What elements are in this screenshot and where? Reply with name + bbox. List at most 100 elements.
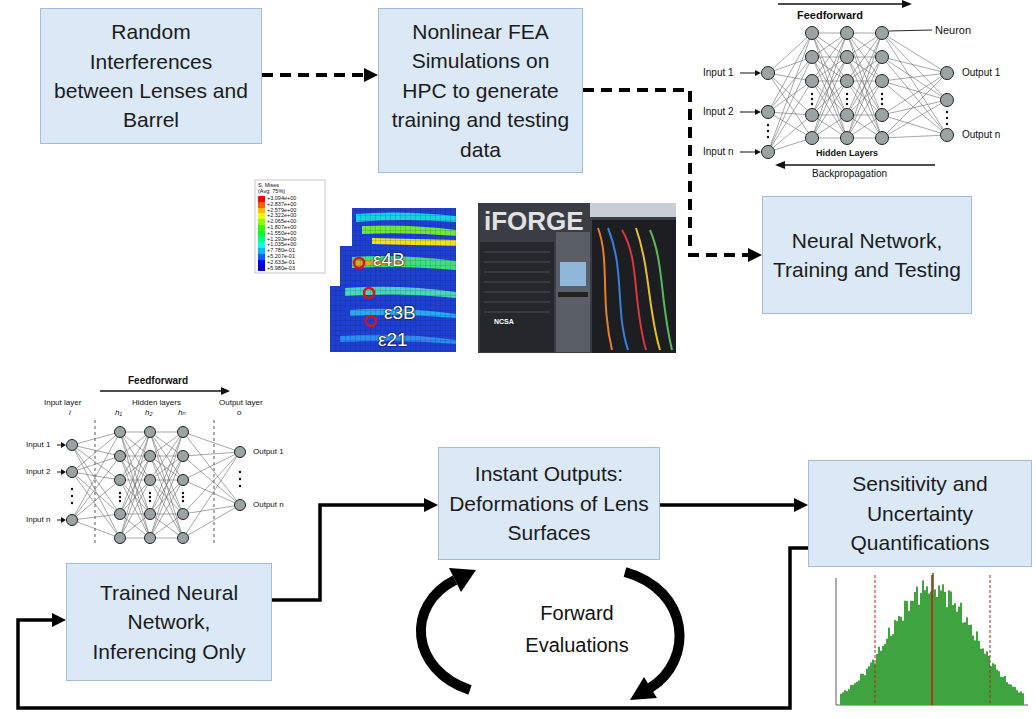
synapse-line [150,432,183,514]
synapse-line [882,73,947,138]
legend-title: (Avg: 75%) [258,188,285,194]
arrow-head [902,0,912,8]
histogram-bar [958,607,960,705]
synapse-line [183,452,240,538]
neuron [806,109,819,122]
synapse-line [882,57,947,73]
histogram-bar [928,594,930,706]
input-label: Input 1 [26,440,50,449]
connector [262,68,378,82]
histogram-bar [982,648,984,705]
synapse-line [72,456,120,472]
histogram-bar [1002,677,1004,705]
synapse-line [812,81,847,138]
neuron [876,109,889,122]
neuron [67,440,78,451]
synapse-line [847,33,882,115]
bound-line [990,575,991,705]
neuron [178,451,189,462]
input-label: Input n [26,515,50,524]
histogram-bar [998,671,1000,705]
histogram [815,570,1030,712]
neuron [841,109,854,122]
histogram-bar [1004,676,1006,705]
histogram-bar [926,586,928,705]
synapse-line [183,452,240,514]
synapse-line [847,33,882,115]
histogram-bar [848,689,850,705]
synapse-line [768,33,812,73]
box-text: Nonlinear FEA Simulations on HPC to gene… [389,17,572,164]
box-text: Trained Neural Network, Inferencing Only [77,578,261,666]
histogram-bar [866,669,868,705]
synapse-line [120,432,150,538]
ellipsis-dot [946,123,948,125]
histogram-bar [1008,684,1010,705]
ellipsis-dot [119,500,121,502]
histogram-bar [856,682,858,705]
ellipsis-dot [767,124,769,126]
histogram-bar [858,680,860,705]
synapse-line [183,456,240,505]
histogram-bar [924,590,926,705]
histogram-bar [890,636,892,705]
feedforward-arrow [100,390,222,391]
synapse-line [183,505,240,538]
neuron [806,75,819,88]
synapse-line [768,33,812,152]
process-box: Neural Network, Training and Testing [762,196,972,314]
histogram-bar [974,640,976,705]
ellipsis-dot [811,93,813,95]
histogram-bar [942,584,944,705]
synapse-line [812,57,847,138]
process-box: Random Interferences between Lenses and … [40,8,262,144]
histogram-bar [864,675,866,705]
box-text: Instant Outputs: Deformations of Lens Su… [449,459,649,547]
input-arrow [740,112,756,113]
cable [650,230,672,350]
neuron [876,51,889,64]
input-arrow [740,152,756,153]
neuron [876,75,889,88]
ellipsis-dot [149,496,151,498]
synapse-line [768,81,812,112]
synapse-line [812,57,847,138]
histogram-bar [900,617,902,705]
histogram-bar [904,601,906,705]
synapse-line [183,432,240,452]
input-label: Input 1 [703,67,734,79]
barrel-section [330,208,456,352]
histogram-bar [948,590,950,705]
histogram-bar [884,644,886,705]
keyboard [558,292,588,297]
synapse-line [72,472,120,538]
synapse-line [882,33,947,135]
histogram-bar [936,597,938,705]
synapse-line [120,456,150,538]
neuron [806,132,819,145]
legend-frame [255,180,325,273]
ellipsis-dot [182,492,184,494]
synapse-line [120,432,150,514]
arrow-head [755,149,761,155]
histogram-bar [1006,682,1008,705]
arrow-head [755,70,761,76]
histogram-bar [960,603,962,705]
histogram-bar [1020,692,1022,706]
histogram-bar [978,641,980,705]
histogram-bar [872,660,874,705]
synapse-line [72,445,120,538]
synapse-line [120,480,150,538]
box-text: Sensitivity and Uncertainty Quantificati… [819,469,1021,557]
histogram-bar [984,654,986,705]
synapse-line [72,445,120,480]
neuron [178,533,189,544]
neuron [806,27,819,40]
synapse-line [72,480,120,520]
layer-symbol: h₂ [145,408,153,417]
histogram-bar [980,649,982,705]
ellipsis-dot [846,93,848,95]
arrow-head [794,498,808,512]
histogram-bar [986,651,988,705]
